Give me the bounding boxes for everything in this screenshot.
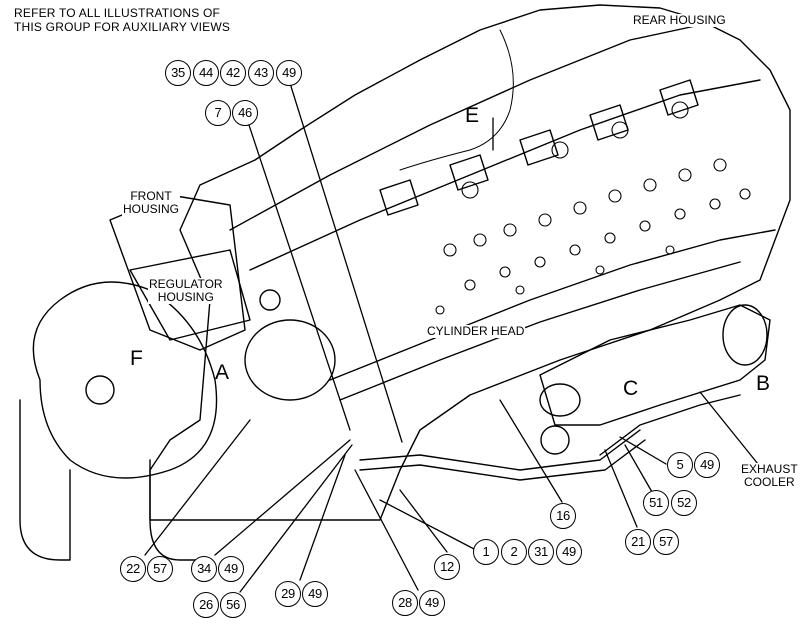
cooler-end-cap — [722, 304, 768, 366]
callout-51: 51 — [643, 490, 669, 516]
leader-16 — [499, 399, 563, 503]
callout-16: 16 — [550, 503, 576, 529]
regulator-housing-body — [129, 249, 251, 341]
callout-21: 21 — [625, 529, 651, 555]
leader-29-49 — [299, 454, 346, 581]
upper-bank-line — [229, 24, 701, 231]
view-letter-b: B — [756, 372, 771, 395]
view-letter-a: A — [215, 361, 230, 384]
front-cover — [244, 319, 336, 401]
leader-28-49 — [354, 469, 419, 591]
callout-29: 29 — [275, 581, 301, 607]
sensor-boss — [259, 289, 281, 311]
callout-26: 26 — [193, 592, 219, 618]
callout-28: 28 — [392, 590, 418, 616]
rocker-bumps — [379, 79, 699, 216]
leader-12 — [399, 489, 448, 553]
engine-block-outline — [149, 4, 791, 521]
view-letter-c: C — [623, 377, 639, 400]
callout-49-c: 49 — [556, 539, 582, 565]
callout-49-e: 49 — [302, 581, 328, 607]
leader-34-49 — [214, 439, 351, 556]
callout-22: 22 — [120, 556, 146, 582]
callout-42: 42 — [220, 60, 246, 86]
leader-26-56 — [239, 444, 353, 593]
label-front-housing: FRONT HOUSING — [122, 189, 181, 216]
turbo-flange — [85, 375, 115, 405]
leader-35-49 — [288, 79, 403, 443]
callout-35: 35 — [165, 60, 191, 86]
callout-46: 46 — [232, 100, 258, 126]
head-bolt-holes — [435, 101, 751, 315]
cooler-inlet — [539, 383, 581, 417]
leader-exhaust-cooler — [699, 391, 759, 465]
callout-57: 57 — [653, 529, 679, 555]
callout-43: 43 — [248, 60, 274, 86]
callout-49-b: 49 — [694, 452, 720, 478]
turbo-outlet-pipe — [19, 399, 71, 561]
callout-49-d: 49 — [218, 556, 244, 582]
callout-1: 1 — [473, 539, 499, 565]
callout-2: 2 — [501, 539, 527, 565]
elbow-pipe — [149, 459, 196, 561]
leader-22-57 — [144, 419, 251, 556]
head-edge-line — [339, 261, 741, 401]
label-exhaust-cooler: EXHAUST COOLER — [740, 462, 799, 489]
leader-5-49 — [619, 436, 667, 465]
label-cylinder-head: CYLINDER HEAD — [426, 324, 526, 338]
callout-52: 52 — [671, 490, 697, 516]
leader-21-57 — [604, 449, 638, 528]
view-letter-e: E — [465, 104, 480, 127]
callout-49: 49 — [276, 60, 302, 86]
cooler-port — [540, 425, 570, 455]
mid-bank-line — [249, 79, 761, 271]
leader-7-46 — [244, 112, 351, 431]
coolant-tube-lower — [359, 439, 646, 481]
auxiliary-views-note: REFER TO ALL ILLUSTRATIONS OF THIS GROUP… — [14, 6, 231, 34]
lower-bank-line — [329, 229, 776, 381]
leader-1-49 — [379, 499, 477, 551]
wiring-harness — [399, 29, 514, 171]
leader-51-52 — [624, 444, 653, 493]
callout-7: 7 — [205, 100, 231, 126]
coolant-tube-right — [599, 394, 741, 456]
callout-57-b: 57 — [147, 556, 173, 582]
view-letter-f: F — [130, 347, 143, 370]
callout-56: 56 — [220, 592, 246, 618]
coolant-tube-upper — [359, 429, 641, 471]
exhaust-cooler-body — [539, 304, 771, 426]
callout-49-f: 49 — [419, 590, 445, 616]
label-rear-housing: REAR HOUSING — [632, 13, 727, 27]
callout-12: 12 — [434, 554, 460, 580]
turbo-housing — [32, 281, 218, 479]
callout-44: 44 — [193, 60, 219, 86]
callout-5: 5 — [667, 452, 693, 478]
callout-34: 34 — [191, 556, 217, 582]
label-regulator-housing: REGULATOR HOUSING — [148, 277, 224, 304]
leader-lines — [144, 79, 759, 593]
callout-31: 31 — [528, 539, 554, 565]
